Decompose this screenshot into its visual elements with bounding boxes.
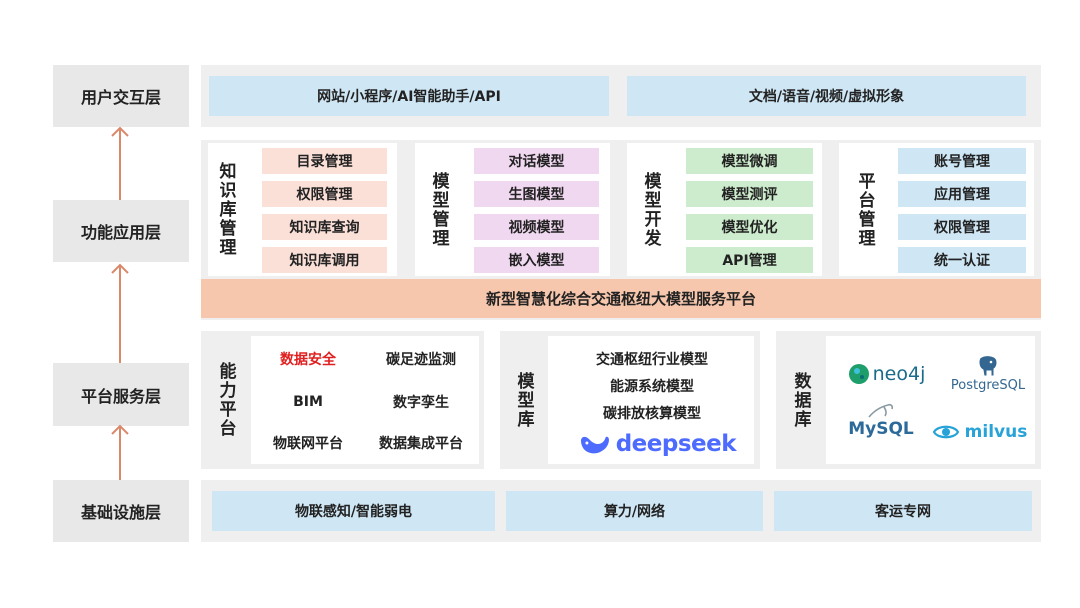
infra-item: 算力/网络 [506,491,763,531]
model-lib-item: 交通枢纽行业模型 [596,352,708,368]
layer-platform: 平台服务层 [53,363,189,426]
infra-item-label: 算力/网络 [603,504,666,520]
layer-platform-label: 平台服务层 [80,386,161,406]
infra-item: 物联感知/智能弱电 [212,491,495,531]
user-media-box: 文档/语音/视频/虚拟形象 [627,76,1026,116]
model-dev-item: API管理 [686,247,813,273]
capability-item: 物联网平台 [273,436,343,452]
layer-user: 用户交互层 [53,65,189,127]
model-lib-item: 能源系统模型 [610,379,694,395]
dolphin-icon [868,403,894,418]
database-title: 数据库 [790,371,811,429]
model-mgmt-item: 视频模型 [474,214,599,240]
model-mgmt-item: 对话模型 [474,148,599,174]
postgresql-wordmark: PostgreSQL [950,377,1026,393]
infra-item: 客运专网 [774,491,1032,531]
neo4j-logo: neo4j [845,358,927,390]
knowledge-item: 知识库查询 [262,214,387,240]
milvus-eye-icon [932,425,959,439]
deepseek-wordmark: deepseek [615,431,737,457]
layer-infra: 基础设施层 [53,480,189,542]
capability-title: 能力平台 [215,362,236,438]
knowledge-title: 知识库管理 [215,162,236,257]
model-dev-title: 模型开发 [640,171,661,248]
mysql-wordmark: MySQL [848,419,914,439]
model-lib-item: 碳排放核算模型 [603,406,701,422]
infra-item-label: 客运专网 [875,504,931,520]
capability-item: 数据集成平台 [379,436,463,452]
model-dev-item: 模型微调 [686,148,813,174]
model-mgmt-item: 嵌入模型 [474,247,599,273]
platform-mgmt-item: 统一认证 [898,247,1026,273]
arrow-up-icon [111,126,129,200]
platform-mgmt-item: 应用管理 [898,181,1026,207]
capability-item: BIM [293,394,323,410]
capability-item: 数字孪生 [393,395,449,411]
knowledge-item: 权限管理 [262,181,387,207]
layer-user-label: 用户交互层 [80,88,161,107]
whale-icon [580,436,609,454]
postgresql-logo: PostgreSQL [946,350,1030,396]
platform-mgmt-item: 权限管理 [898,214,1026,240]
database-content [826,336,1035,464]
user-channels-box: 网站/小程序/AI智能助手/API [209,76,609,116]
capability-content [251,336,479,464]
mysql-logo: MySQL [846,398,916,442]
layer-arrows [111,126,129,480]
milvus-logo: milvus [932,418,1028,446]
layer-function-label: 功能应用层 [80,223,161,242]
model-dev-item: 模型测评 [686,181,813,207]
user-channels-label: 网站/小程序/AI智能助手/API [317,89,501,105]
arrow-up-icon [111,424,129,480]
platform-mgmt-title: 平台管理 [854,171,875,248]
neo4j-icon [848,364,869,384]
model-lib-title: 模型库 [513,371,534,429]
platform-mgmt-item: 账号管理 [898,148,1026,174]
model-mgmt-item: 生图模型 [474,181,599,207]
deepseek-logo: deepseek [578,428,737,460]
model-mgmt-title: 模型管理 [428,171,449,248]
user-media-label: 文档/语音/视频/虚拟形象 [748,89,905,105]
platform-banner: 新型智慧化综合交通枢纽大模型服务平台 [201,279,1041,318]
capability-item: 碳足迹监测 [386,352,456,368]
capability-item-security: 数据安全 [280,352,336,368]
milvus-wordmark: milvus [964,422,1028,442]
elephant-icon [978,354,998,376]
arrow-up-icon [111,263,129,363]
knowledge-item: 目录管理 [262,148,387,174]
model-dev-item: 模型优化 [686,214,813,240]
layer-infra-label: 基础设施层 [80,503,161,522]
neo4j-wordmark: neo4j [872,363,926,385]
infra-item-label: 物联感知/智能弱电 [294,504,413,520]
knowledge-item: 知识库调用 [262,247,387,273]
platform-banner-label: 新型智慧化综合交通枢纽大模型服务平台 [485,290,756,308]
layer-function: 功能应用层 [53,200,189,262]
